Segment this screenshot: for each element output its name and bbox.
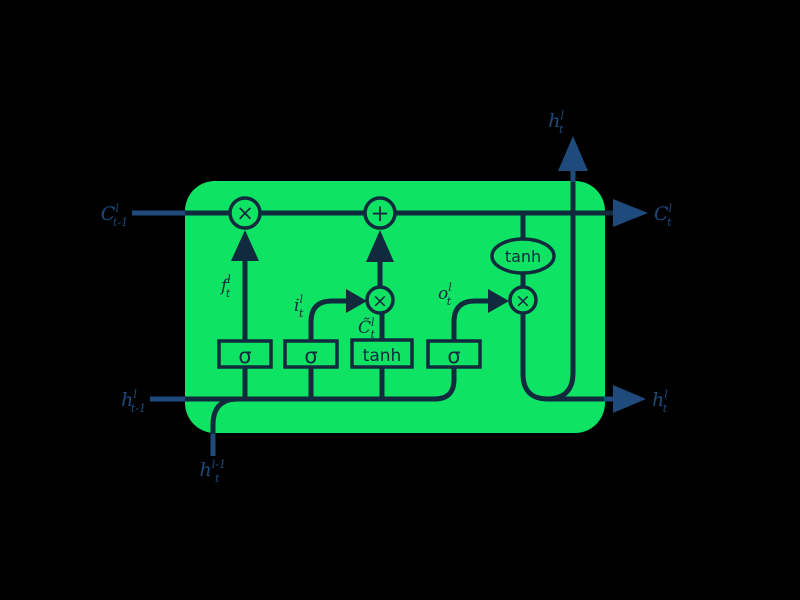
multiply-input-icon: ×	[372, 290, 388, 312]
output-gate-wire	[451, 298, 490, 341]
tanh-box	[350, 338, 414, 369]
sigma-input-label: σ	[304, 344, 317, 368]
forget-arrow-icon	[231, 230, 259, 261]
input-below-curve	[210, 396, 239, 434]
sigma-forget-box	[217, 339, 273, 369]
sigma-forget-label: σ	[238, 344, 251, 368]
tanh-box-label: tanh	[363, 346, 402, 366]
gate-input-line	[185, 367, 457, 402]
add-icon: +	[370, 201, 389, 227]
multiply-output-node	[508, 285, 538, 315]
input-gate-wire	[308, 298, 348, 341]
cell-state-out-arrow-icon	[613, 199, 648, 227]
tanh-ellipse	[490, 237, 556, 275]
multiply-forget-node	[228, 196, 262, 230]
candidate-arrow-icon	[366, 230, 394, 262]
output-gate-arrow-icon	[488, 289, 509, 313]
sigma-output-label: σ	[447, 344, 460, 368]
multiply-output-icon: ×	[515, 290, 531, 312]
hidden-out-top-arrow-icon	[558, 136, 588, 171]
sigma-input-box	[283, 339, 339, 369]
tanh-ellipse-label: tanh	[505, 247, 541, 266]
sigma-output-box	[426, 339, 482, 369]
multiply-input-node	[365, 285, 395, 315]
input-gate-arrow-icon	[346, 289, 367, 313]
add-node	[363, 196, 397, 230]
hidden-out-right-arrow-icon	[613, 385, 646, 413]
hidden-out-up-branch	[545, 181, 576, 402]
multiply-forget-icon: ×	[236, 201, 254, 225]
